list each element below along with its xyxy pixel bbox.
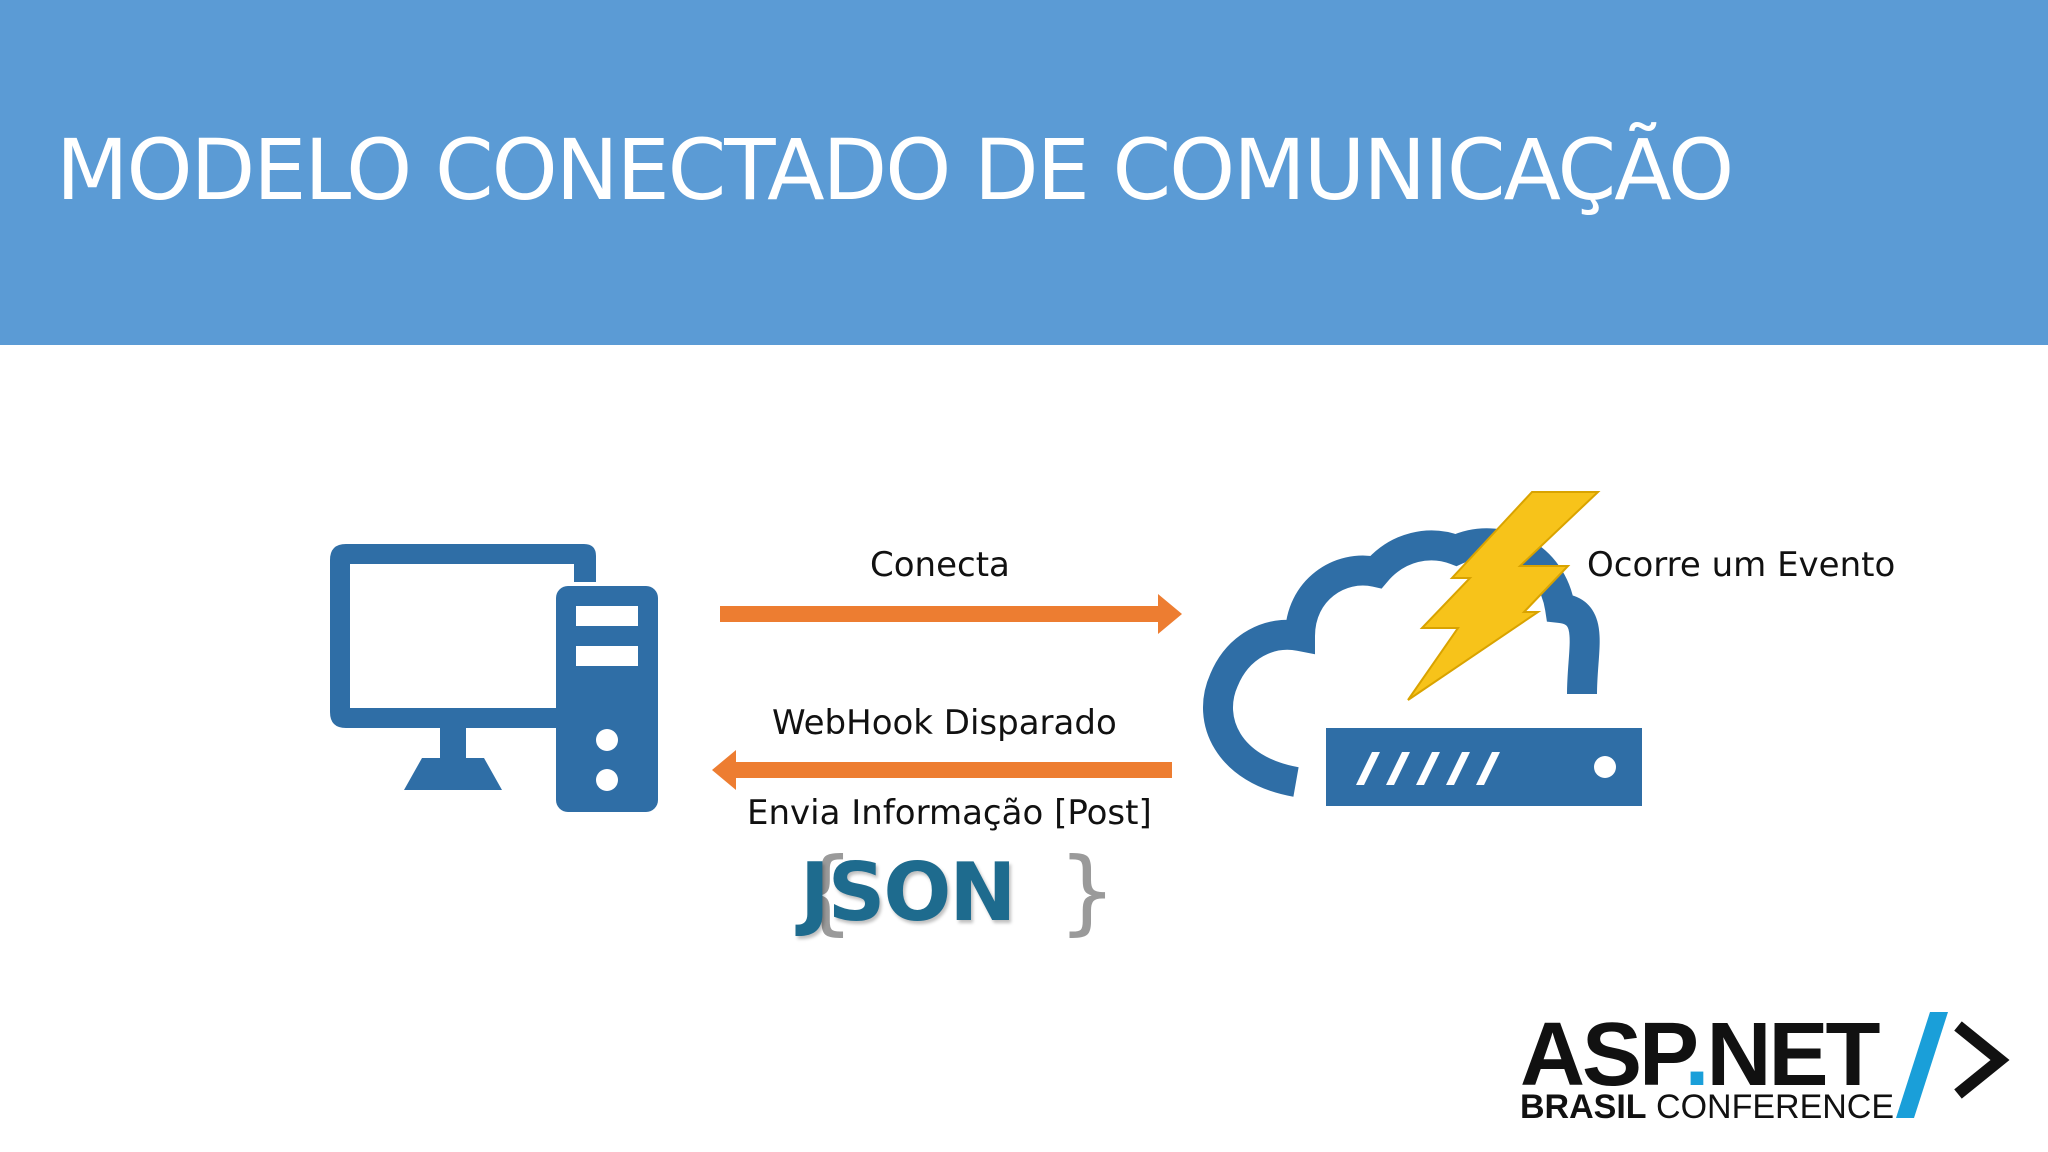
send-info-label: Envia Informação [Post]: [747, 793, 1152, 833]
logo-dot: .: [1684, 1005, 1709, 1105]
json-brace-close: }: [1058, 838, 1117, 945]
slide-title: MODELO CONECTADO DE COMUNICAÇÃO: [56, 121, 1734, 219]
desktop-computer-icon: [330, 544, 658, 812]
webhook-label: WebHook Disparado: [772, 703, 1117, 743]
logo-brasil: BRASIL: [1520, 1088, 1647, 1126]
event-label: Ocorre um Evento: [1587, 545, 1896, 585]
json-logo: JSON: [800, 846, 1016, 939]
connect-arrow: [720, 594, 1182, 634]
logo-asp: ASP: [1520, 1005, 1687, 1105]
title-banner: MODELO CONECTADO DE COMUNICAÇÃO: [0, 0, 2048, 345]
connect-label: Conecta: [870, 545, 1010, 585]
json-brace-open: {: [796, 838, 855, 945]
aspnet-logo: ASP.NET: [1520, 1010, 1880, 1100]
webhook-arrow: [712, 750, 1172, 790]
logo-net: NET: [1706, 1005, 1880, 1105]
lightning-bolt-icon: [1407, 491, 1601, 701]
logo-conference: CONFERENCE: [1656, 1088, 1895, 1126]
cloud-server-icon: [1203, 528, 1642, 806]
logo-subtitle: BRASIL CONFERENCE: [1520, 1090, 1894, 1124]
